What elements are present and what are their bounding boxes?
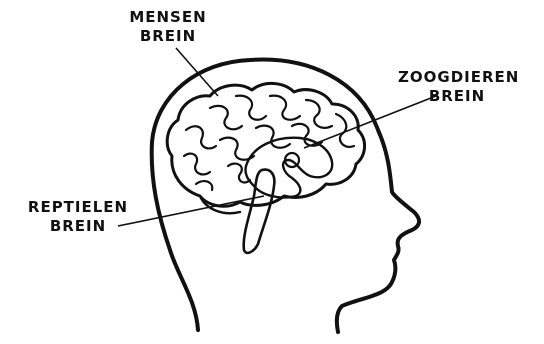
pointer-reptile [118, 196, 264, 226]
label-reptile-brain: REPTIELEN BREIN [20, 198, 136, 236]
label-human-line2: BREIN [118, 27, 218, 46]
label-reptile-line1: REPTIELEN [20, 198, 136, 217]
label-mammal-line1: ZOOGDIEREN [398, 68, 516, 87]
label-mammal-line2: BREIN [398, 87, 516, 106]
label-reptile-line2: BREIN [20, 217, 136, 236]
pointer-human [176, 48, 218, 96]
label-mammal-brain: ZOOGDIEREN BREIN [398, 68, 516, 106]
label-human-brain: MENSEN BREIN [118, 8, 218, 46]
label-human-line1: MENSEN [118, 8, 218, 27]
